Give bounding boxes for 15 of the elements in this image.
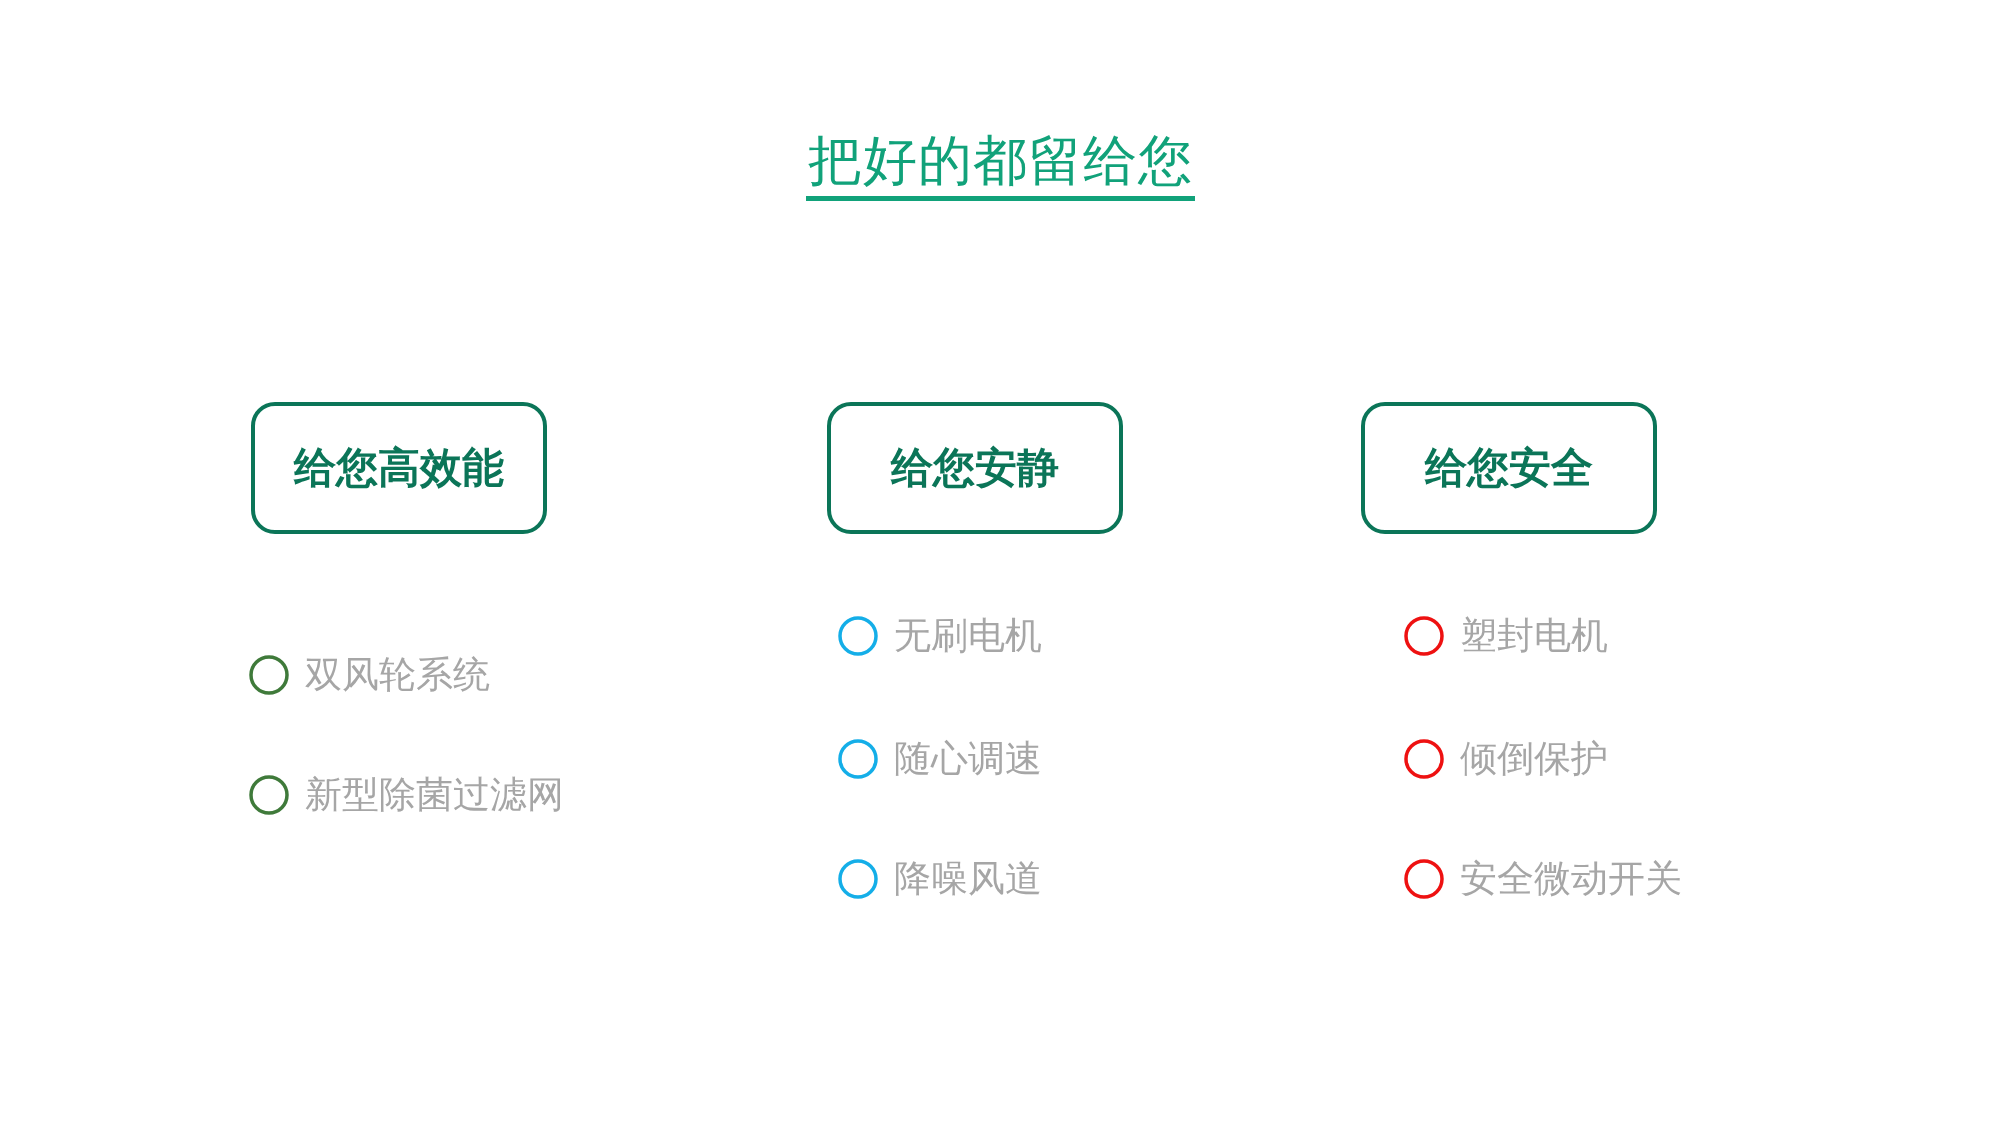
list-item-text: 无刷电机 <box>894 613 1042 659</box>
list-item-text: 双风轮系统 <box>305 652 490 698</box>
rounded-box <box>251 402 547 534</box>
list-item-text: 随心调速 <box>894 736 1042 782</box>
list-item-text: 安全微动开关 <box>1460 856 1682 902</box>
list-item-text: 降噪风道 <box>894 856 1042 902</box>
list-item-text: 塑封电机 <box>1460 613 1608 659</box>
heading-text: 给您高效能 <box>294 442 504 494</box>
list-item-text: 倾倒保护 <box>1460 736 1608 782</box>
heading-text: 给您安全 <box>1425 442 1593 494</box>
rounded-box <box>827 402 1123 534</box>
heading-text: 给您安静 <box>891 442 1059 494</box>
title-heading: 把好的都留给您 <box>805 128 1195 201</box>
rounded-box <box>1361 402 1657 534</box>
list-item-text: 新型除菌过滤网 <box>305 772 564 818</box>
